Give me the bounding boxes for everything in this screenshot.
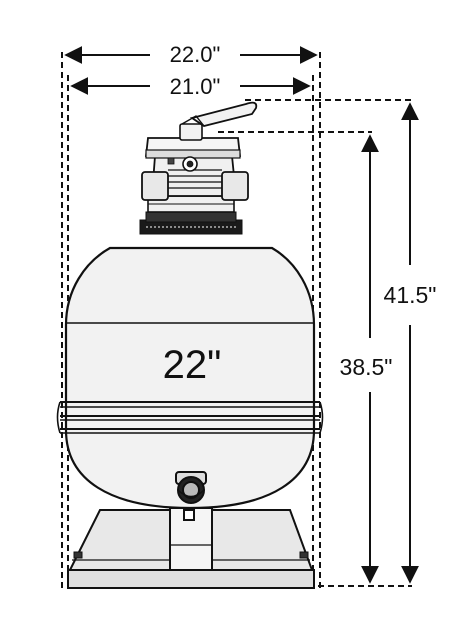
outer-width-label: 22.0" <box>170 42 221 67</box>
filter-neck <box>139 195 243 235</box>
filter-tank <box>56 246 324 510</box>
total-height-label: 41.5" <box>384 282 437 308</box>
multiport-valve <box>141 101 258 201</box>
tank-size-label: 22" <box>163 343 222 387</box>
valve-height-label: 38.5" <box>340 354 393 380</box>
height-dashed-guides <box>218 99 412 587</box>
drain-port <box>175 471 207 504</box>
filter-base <box>67 507 315 589</box>
inner-width-label: 21.0" <box>170 74 221 99</box>
